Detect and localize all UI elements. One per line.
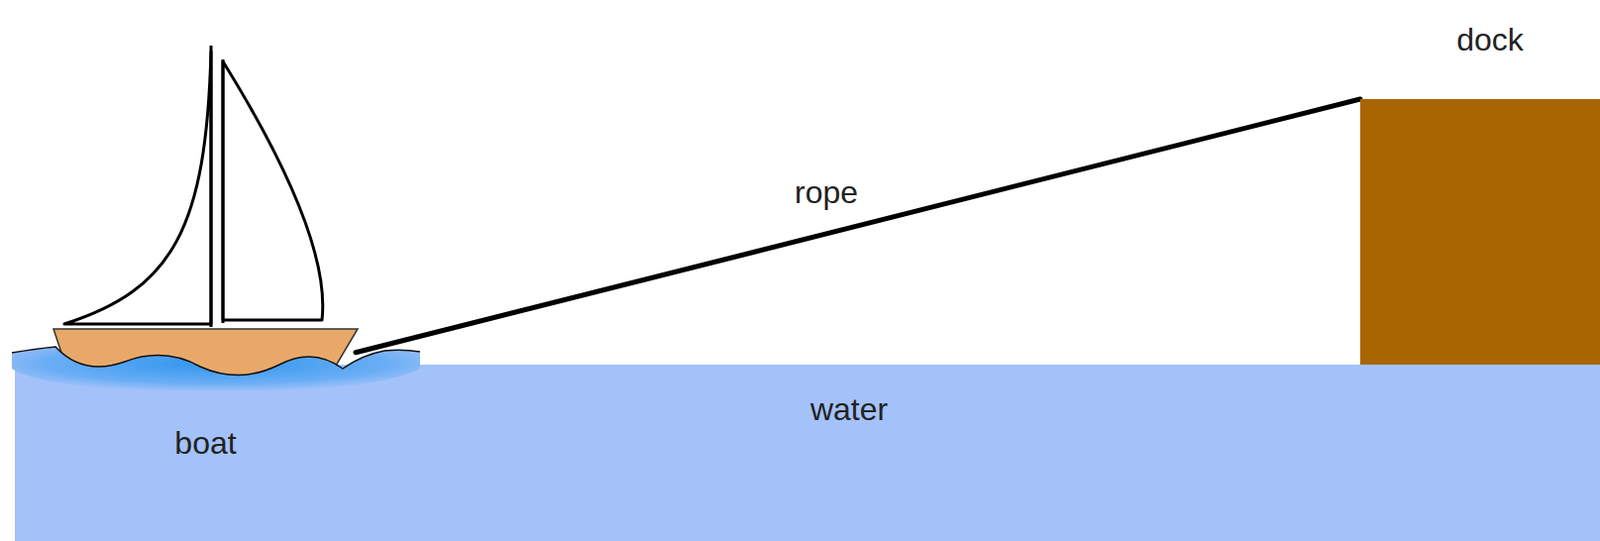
node-label: dock bbox=[1370, 21, 1600, 58]
dock-block: dock bbox=[1360, 99, 1600, 365]
boat-hull: boat bbox=[53, 328, 358, 383]
right-sail bbox=[222, 61, 323, 320]
edge-label: rope bbox=[794, 174, 858, 211]
edge-label-box: rope bbox=[794, 174, 858, 211]
mast-rear bbox=[221, 59, 225, 323]
rope-line bbox=[355, 99, 1361, 353]
sails bbox=[64, 45, 323, 327]
dock-block-fill bbox=[1360, 99, 1600, 365]
node-label: boat bbox=[53, 425, 358, 461]
mast bbox=[210, 45, 214, 327]
boat-hull-shape bbox=[53, 328, 358, 383]
wave-line bbox=[11, 346, 421, 376]
left-sail bbox=[64, 51, 212, 324]
water-band-fill bbox=[14, 364, 1600, 541]
node-label: water bbox=[56, 391, 1600, 427]
dock-block-shape bbox=[1360, 99, 1600, 365]
